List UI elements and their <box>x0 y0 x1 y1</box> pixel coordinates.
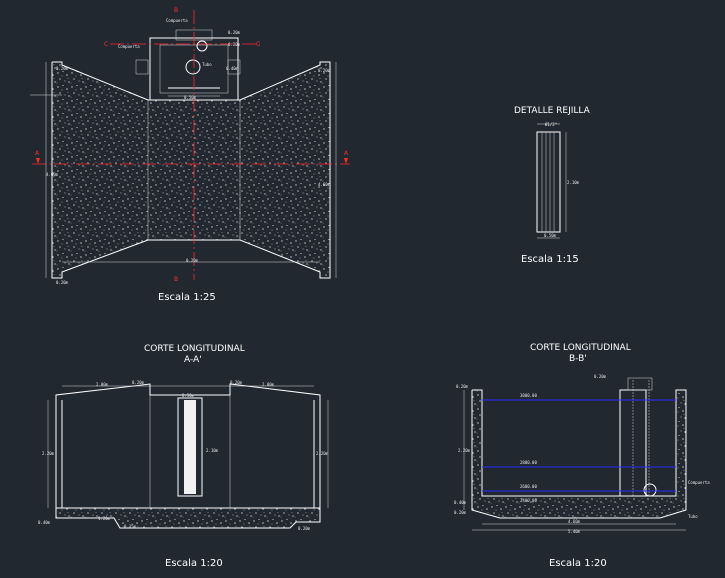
corte-aa-dim-bottom-mid2: 0.15m <box>124 524 137 529</box>
compuerta-box-right <box>227 59 241 75</box>
section-arrow-a-left <box>36 158 40 164</box>
corte-bb-level-label-1: 3000.00 <box>520 393 537 398</box>
rejilla-title: DETALLE REJILLA <box>514 106 591 116</box>
plan-note-tubo: Tubo <box>202 62 212 67</box>
corte-bb-left-wall <box>472 390 482 510</box>
rejilla-scale-label: Escala 1:15 <box>521 254 579 265</box>
corte-bb-level-label-2: 2800.00 <box>520 460 537 465</box>
corte-aa-dim-bottom-left: 0.40m <box>38 520 51 525</box>
plan-dim-left-mid: 4.60m <box>46 172 59 177</box>
corte-aa-dim-grate-h: 2.10m <box>206 448 219 453</box>
gate-structure <box>149 37 239 101</box>
corte-aa-subtitle: A-A' <box>184 355 202 365</box>
section-label-a-right: A <box>344 150 349 157</box>
section-label-b-top: B <box>174 7 178 14</box>
corte-aa-dim-top-left: 2.00m <box>96 382 109 387</box>
corte-bb-level-label-4: 2400.00 <box>520 498 537 503</box>
rejilla-dim-height: 2.10m <box>567 180 580 185</box>
plan-scale-label: Escala 1:25 <box>158 292 216 303</box>
plan-dim-right-mid: 4.60m <box>318 182 331 187</box>
corte-aa-dim-bottom-mid1: 1.20m <box>98 516 111 521</box>
corte-aa-grate <box>177 397 203 497</box>
plan-right-concrete <box>240 65 320 272</box>
plan-view: A A B B C C 0.20m 4.60m 0.20m 0.20m 4.60… <box>30 7 350 303</box>
corte-bb-dim-top-right: 0.20m <box>594 374 607 379</box>
corte-aa-grate-fill <box>184 400 196 494</box>
plan-dim-gate-width: 0.50m <box>184 95 197 100</box>
corte-aa-dim-right-h: 2.20m <box>316 451 329 456</box>
rejilla-dim-top: Ø1/2" <box>545 122 557 127</box>
corte-aa-dim-top-mid2: 0.20m <box>230 380 243 385</box>
tubo-circle-icon <box>185 59 201 75</box>
corte-bb-dim-left-h: 2.20m <box>458 448 471 453</box>
corte-bb-note-tubo: Tubo <box>688 514 698 519</box>
corte-aa-dim-left-h: 2.20m <box>42 451 55 456</box>
corte-aa-floor <box>56 508 320 528</box>
plan-dim-left-bottom: 0.20m <box>56 280 69 285</box>
gate-wheel-icon <box>196 40 208 52</box>
corte-bb-dim-bottom-w2: 5.40m <box>568 529 581 534</box>
plan-note-compuerta-top: Compuerta <box>166 18 188 23</box>
plan-dim-gate-d: 0.20m <box>228 42 241 47</box>
plan-dim-gate-e: 0.40m <box>226 66 239 71</box>
section-arrow-a-right <box>344 158 348 164</box>
corte-aa-dim-bottom-right: 0.20m <box>298 526 311 531</box>
plan-note-compuerta-left: Compuerta <box>118 44 140 49</box>
corte-aa-scale-label: Escala 1:20 <box>165 558 223 569</box>
corte-bb-dim-side-b: 0.20m <box>454 510 467 515</box>
corte-aa-dim-top-mid1: 0.20m <box>132 380 145 385</box>
corte-bb-scale-label: Escala 1:20 <box>549 558 607 569</box>
rejilla-frame <box>536 131 561 233</box>
plan-dim-left-top: 0.20m <box>56 66 69 71</box>
corte-bb-note-compuerta: Compuerta <box>688 480 710 485</box>
corte-bb-floor <box>472 496 686 518</box>
compuerta-box-left <box>135 59 149 75</box>
section-label-b-bottom: B <box>174 276 178 283</box>
corte-bb-tubo-icon <box>643 483 657 497</box>
corte-bb-gate-top <box>627 377 653 391</box>
rejilla-detail: DETALLE REJILLA Ø1/2" 2.10m 0.50m Escala… <box>514 106 591 265</box>
corte-aa-dim-top-center: 0.50m <box>182 393 195 398</box>
corte-bb-dim-bottom-w1: 4.60m <box>568 519 581 524</box>
section-label-c-left: C <box>104 41 108 48</box>
corte-bb-outline <box>471 389 687 519</box>
plan-left-concrete <box>62 65 148 272</box>
section-label-a-left: A <box>35 150 40 157</box>
corte-bb-dim-top-left: 0.20m <box>456 384 469 389</box>
rejilla-dim-width: 0.50m <box>544 233 557 238</box>
plan-left-wall <box>52 62 62 278</box>
section-label-c-right: C <box>256 41 260 48</box>
corte-bb-dim-side-a: 0.40m <box>454 500 467 505</box>
corte-aa-dim-top-right: 2.00m <box>262 382 275 387</box>
corte-bb-right-wall <box>676 390 686 510</box>
corte-aa-title: CORTE LONGITUDINAL <box>144 344 245 354</box>
corte-aa-floor-outline <box>55 507 321 529</box>
corte-aa: CORTE LONGITUDINAL A-A' 2.00m 0.20m 0.20… <box>38 344 329 569</box>
plan-dim-gate-w: 0.20m <box>228 30 241 35</box>
corte-bb-subtitle: B-B' <box>569 354 587 364</box>
corte-bb-title: CORTE LONGITUDINAL <box>530 343 631 353</box>
corte-bb: CORTE LONGITUDINAL B-B' 3000.00 2800.00 … <box>454 343 710 569</box>
plan-dim-bottom-center: 0.20m <box>186 258 199 263</box>
corte-bb-level-label-3: 2600.00 <box>520 484 537 489</box>
plan-outline <box>51 61 331 279</box>
corte-aa-top-edge <box>55 383 321 400</box>
plan-right-wall <box>320 62 330 278</box>
plan-dim-right-top: 0.20m <box>318 68 331 73</box>
